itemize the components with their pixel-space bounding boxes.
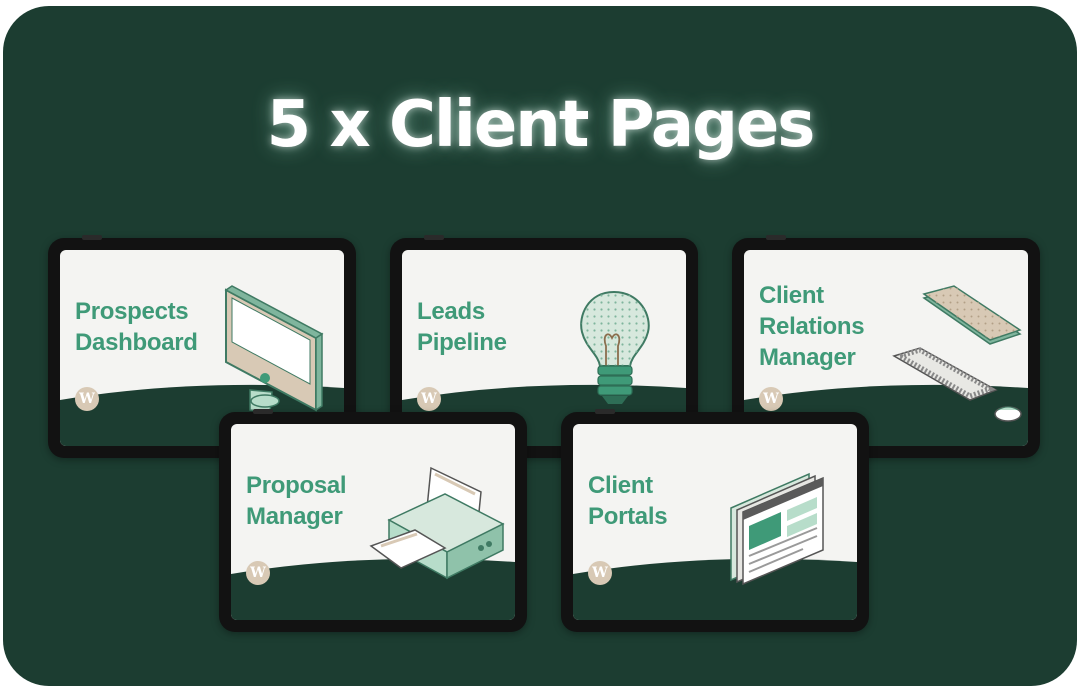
w-logo-icon: W <box>246 561 270 585</box>
card-title-line: Leads <box>417 298 485 325</box>
card-screen: Client Portals W <box>573 424 857 620</box>
card-title: Client Relations Manager <box>759 280 865 373</box>
card-title-line: Client <box>588 472 653 499</box>
w-logo-icon: W <box>417 387 441 411</box>
card-title-line: Relations <box>759 313 865 340</box>
card-title-line: Proposal <box>246 472 347 499</box>
card-title: Prospects Dashboard <box>75 296 198 358</box>
w-logo-icon: W <box>75 387 99 411</box>
card-title-line: Prospects <box>75 298 189 325</box>
card-title: Proposal Manager <box>246 470 347 532</box>
card-title: Leads Pipeline <box>417 296 507 358</box>
card-screen: Proposal Manager W <box>231 424 515 620</box>
background-panel: 5 x Client Pages Prospects Dashboard W <box>3 6 1077 686</box>
card-title-line: Pipeline <box>417 329 507 356</box>
printer-icon <box>231 466 515 620</box>
card-title-line: Manager <box>759 344 856 371</box>
card-proposal-manager[interactable]: Proposal Manager W <box>219 409 527 632</box>
card-title-line: Dashboard <box>75 329 198 356</box>
page-title: 5 x Client Pages <box>266 88 816 162</box>
card-title: Client Portals <box>588 470 668 532</box>
card-client-portals[interactable]: Client Portals W <box>561 409 869 632</box>
card-title-line: Portals <box>588 503 668 530</box>
w-logo-icon: W <box>588 561 612 585</box>
w-logo-icon: W <box>759 387 783 411</box>
browser-windows-icon <box>573 472 857 620</box>
card-title-line: Client <box>759 282 824 309</box>
card-title-line: Manager <box>246 503 343 530</box>
